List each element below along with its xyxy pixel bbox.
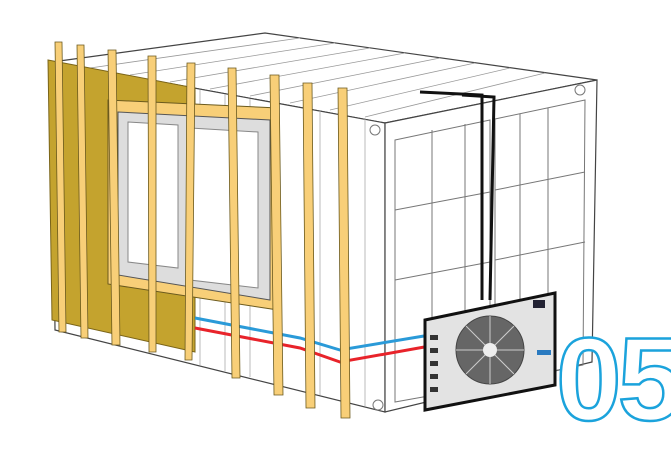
window-pane-right — [189, 127, 259, 289]
roof-corrugation — [89, 37, 546, 118]
pipe-hot — [194, 326, 431, 364]
step-number: 05 — [556, 314, 671, 446]
pump-line-2 — [461, 93, 496, 301]
pipe-cold — [194, 316, 431, 352]
battens — [54, 41, 351, 419]
heat-pump — [423, 291, 557, 412]
pump-display — [533, 300, 545, 308]
